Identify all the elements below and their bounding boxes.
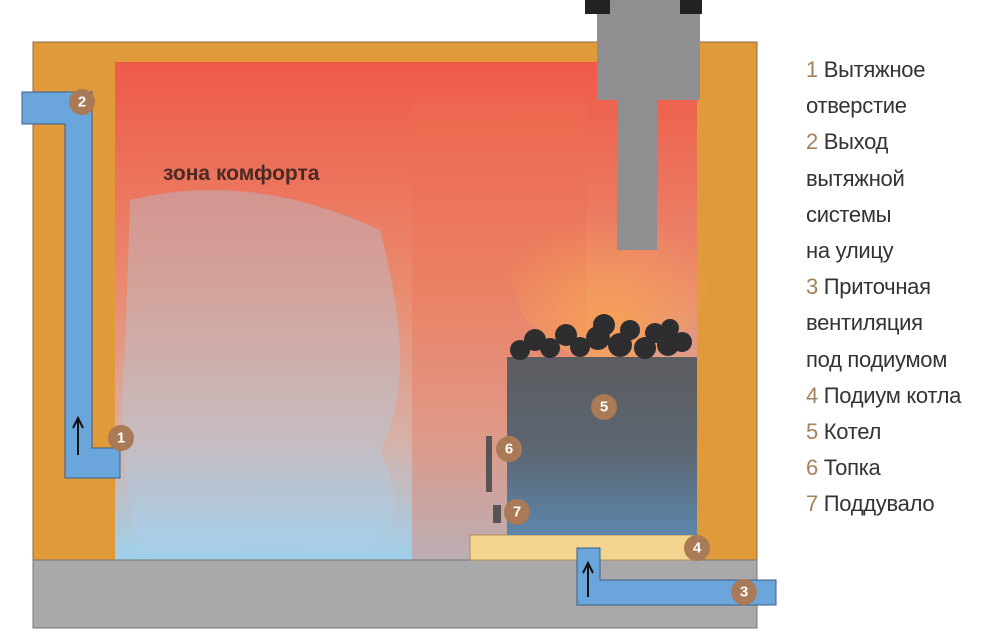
exhaust-pipe — [21, 91, 121, 479]
legend-item-1-cont: отверстие — [806, 93, 907, 119]
firebox-door — [486, 436, 492, 492]
supply-arrow — [582, 560, 594, 597]
legend-item-6: 6 Топка — [806, 455, 881, 481]
badge-3: 3 — [731, 579, 757, 605]
svg-text:2: 2 — [78, 94, 86, 111]
badge-7: 7 — [504, 499, 530, 525]
legend-item-2-cont: на улицу — [806, 238, 894, 264]
badge-5: 5 — [591, 394, 617, 420]
comfort-zone-label: зона комфорта — [163, 162, 320, 185]
svg-text:6: 6 — [505, 441, 513, 458]
badge-4: 4 — [684, 535, 710, 561]
heat-plume — [510, 180, 710, 360]
svg-text:4: 4 — [693, 540, 702, 557]
airflow-arrow — [72, 415, 84, 455]
legend-item-3: 3 Приточная — [806, 274, 931, 300]
svg-text:7: 7 — [513, 504, 521, 521]
chimney — [597, 0, 700, 250]
legend: 1 Вытяжное отверстие 2 Выход вытяжной си… — [806, 52, 1006, 523]
legend-item-5: 5 Котел — [806, 419, 881, 445]
legend-item-1: 1 Вытяжное — [806, 57, 926, 82]
badge-2: 2 — [69, 89, 95, 115]
supply-pipe — [576, 547, 777, 606]
svg-text:1: 1 — [117, 430, 125, 447]
legend-item-2-cont: вытяжной — [806, 165, 905, 191]
legend-item-2: 2 Выход — [806, 129, 889, 155]
svg-text:3: 3 — [740, 584, 748, 601]
sauna-stones — [510, 314, 692, 360]
legend-item-4: 4 Подиум котла — [806, 382, 962, 408]
cool-air-zone — [122, 190, 400, 555]
chimney-cap — [585, 0, 610, 14]
legend-item-3-cont: вентиляция — [806, 310, 923, 336]
legend-item-7: 7 Поддувало — [806, 491, 935, 517]
legend-item-3-cont: под подиумом — [806, 346, 948, 372]
badge-6: 6 — [496, 436, 522, 462]
chimney-cap-right — [680, 0, 702, 14]
svg-text:5: 5 — [600, 399, 608, 416]
badge-1: 1 — [108, 425, 134, 451]
stove — [507, 357, 697, 535]
legend-item-2-cont: системы — [806, 201, 892, 227]
ash-pit-door — [493, 505, 501, 523]
